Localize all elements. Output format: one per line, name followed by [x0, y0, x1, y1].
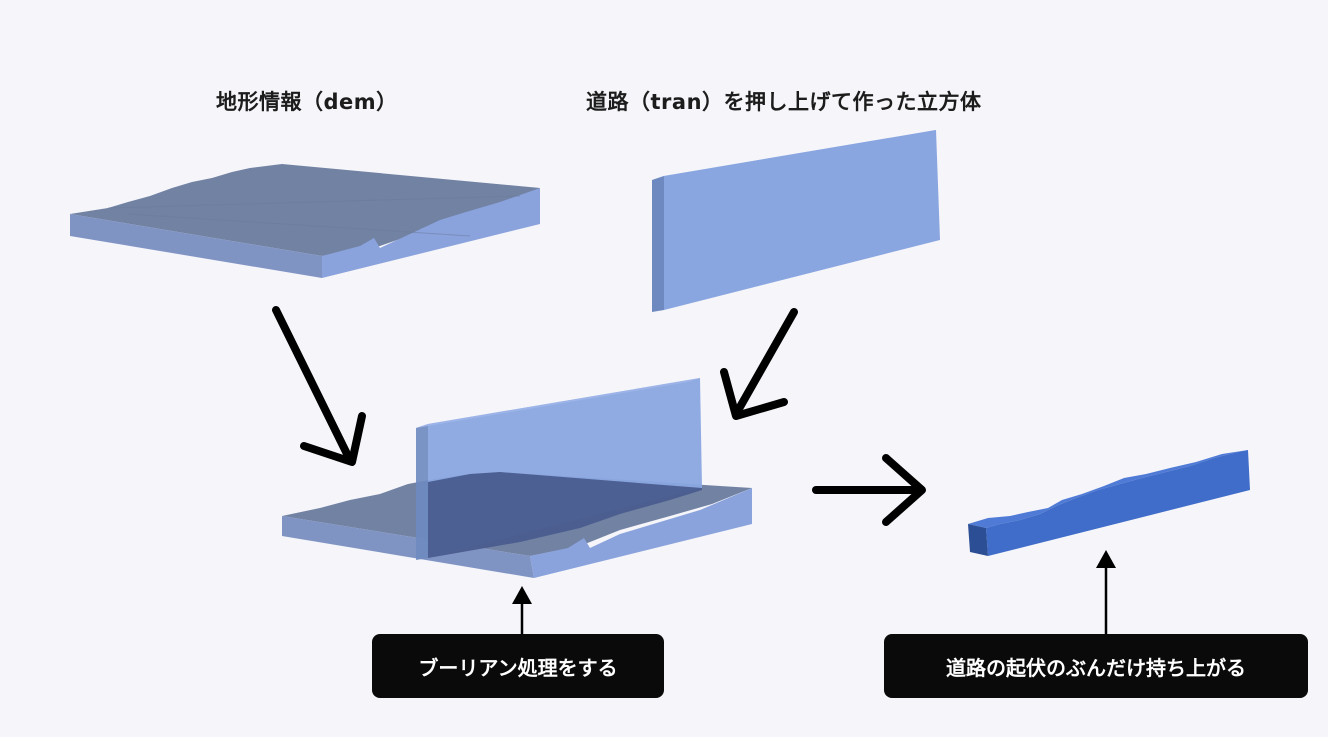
road-cube-title: 道路（tran）を押し上げて作った立方体 — [586, 90, 982, 114]
road-cube-left-side — [652, 176, 664, 312]
merged-overlap — [428, 472, 702, 558]
arrow-up-result — [1096, 550, 1116, 634]
terrain-slab-top — [70, 164, 540, 256]
result-strip-top — [968, 450, 1248, 528]
arrow-cube-to-merge — [720, 308, 798, 420]
merged-terrain-side — [530, 488, 752, 578]
result-strip-front — [986, 450, 1250, 556]
terrain-slab-ridge — [107, 195, 521, 237]
result-strip-left-side — [968, 524, 988, 556]
terrain-slab — [70, 164, 540, 278]
result-label: 道路の起伏のぶんだけ持ち上がる — [884, 634, 1308, 698]
merged-view — [282, 378, 752, 578]
merged-terrain-front — [282, 516, 534, 578]
merged-cube-top — [416, 378, 700, 428]
result-strip — [968, 450, 1250, 556]
terrain-title: 地形情報（dem） — [216, 90, 398, 114]
terrain-slab-front — [70, 214, 322, 278]
boolean-operation-label: ブーリアン処理をする — [372, 634, 664, 698]
merged-cube-left-side — [416, 424, 428, 560]
road-cube — [652, 130, 940, 312]
arrow-up-boolean — [512, 586, 532, 634]
arrow-terrain-to-merge — [272, 306, 366, 466]
road-cube-front — [664, 130, 940, 310]
arrow-merge-to-result — [812, 454, 926, 526]
